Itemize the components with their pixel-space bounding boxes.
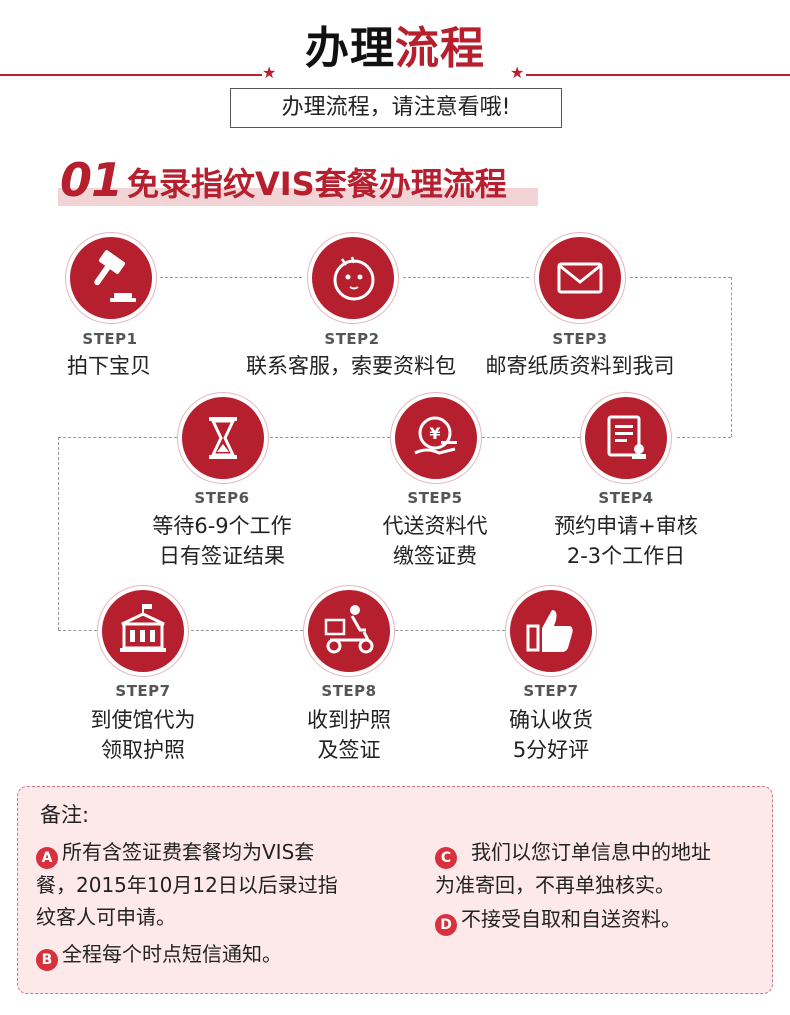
step-description: 联系客服，索要资料包 [246,354,456,378]
step-description: 确认收货 5分好评 [509,708,593,762]
notes-title: 备注: [40,803,90,827]
step-icon-circle [70,237,152,319]
step-icon-circle [312,237,394,319]
badge-a-icon: A [36,847,58,869]
badge-c-icon: C [435,847,457,869]
title-part2: 流程 [395,23,485,74]
section-number: 01 [60,153,123,207]
step-icon-circle [510,590,592,672]
connector [58,437,59,630]
step-description: 预约申请+审核 2-3个工作日 [554,514,698,568]
yen-coin-hand-icon: ¥ [414,416,457,455]
step-label: STEP4 [598,489,654,507]
connector [186,630,308,631]
step-icon-circle [539,237,621,319]
notes-box [17,786,773,994]
step-label: STEP1 [82,330,138,348]
connector [630,277,731,278]
step-label: STEP7 [115,682,171,700]
step-icon-circle: ¥ [395,397,477,479]
section-title-underline [58,188,538,206]
step-label: STEP6 [194,489,250,507]
document-stamp-icon [607,415,646,459]
step-label: STEP8 [321,682,377,700]
step-description: 到使馆代为 领取护照 [90,708,196,762]
step-label: STEP2 [324,330,380,348]
title-part1: 办理 [305,23,395,74]
header-line-right [526,74,790,76]
header-line-left [0,74,262,76]
step-label: STEP5 [407,489,463,507]
connector [403,277,529,278]
step-description: 等待6-9个工作 日有签证结果 [152,514,292,568]
step-icon-circle [102,590,184,672]
envelope-icon [557,262,603,294]
step-icon-circle [182,397,264,479]
delivery-scooter-icon [324,605,374,654]
section-title: 免录指纹VIS套餐办理流程 [127,165,507,203]
thumbs-up-icon [526,610,573,652]
chat-mascot-icon [333,256,375,301]
star-icon: ★ [510,63,525,82]
connector [731,277,732,437]
connector [160,277,302,278]
connector [390,630,510,631]
connector [677,437,731,438]
hourglass-icon [209,417,237,459]
step-description: 代送资料代 缴签证费 [382,514,488,568]
embassy-building-icon [120,604,166,652]
gavel-icon [94,250,136,302]
step-description: 收到护照 及签证 [307,708,391,762]
page-title: 办理流程 [0,20,790,78]
badge-b-icon: B [36,949,58,971]
step-description: 拍下宝贝 [67,354,151,378]
connector [58,437,182,438]
step-label: STEP7 [523,682,579,700]
connector [265,437,395,438]
connector [477,437,585,438]
step-icon-circle [585,397,667,479]
step-description: 邮寄纸质资料到我司 [485,354,675,378]
star-icon: ★ [262,63,277,82]
badge-d-icon: D [435,914,457,936]
step-label: STEP3 [552,330,608,348]
svg-text:¥: ¥ [429,424,440,443]
step-icon-circle [308,590,390,672]
connector [58,630,102,631]
subtitle-box: 办理流程，请注意看哦! [230,88,562,128]
